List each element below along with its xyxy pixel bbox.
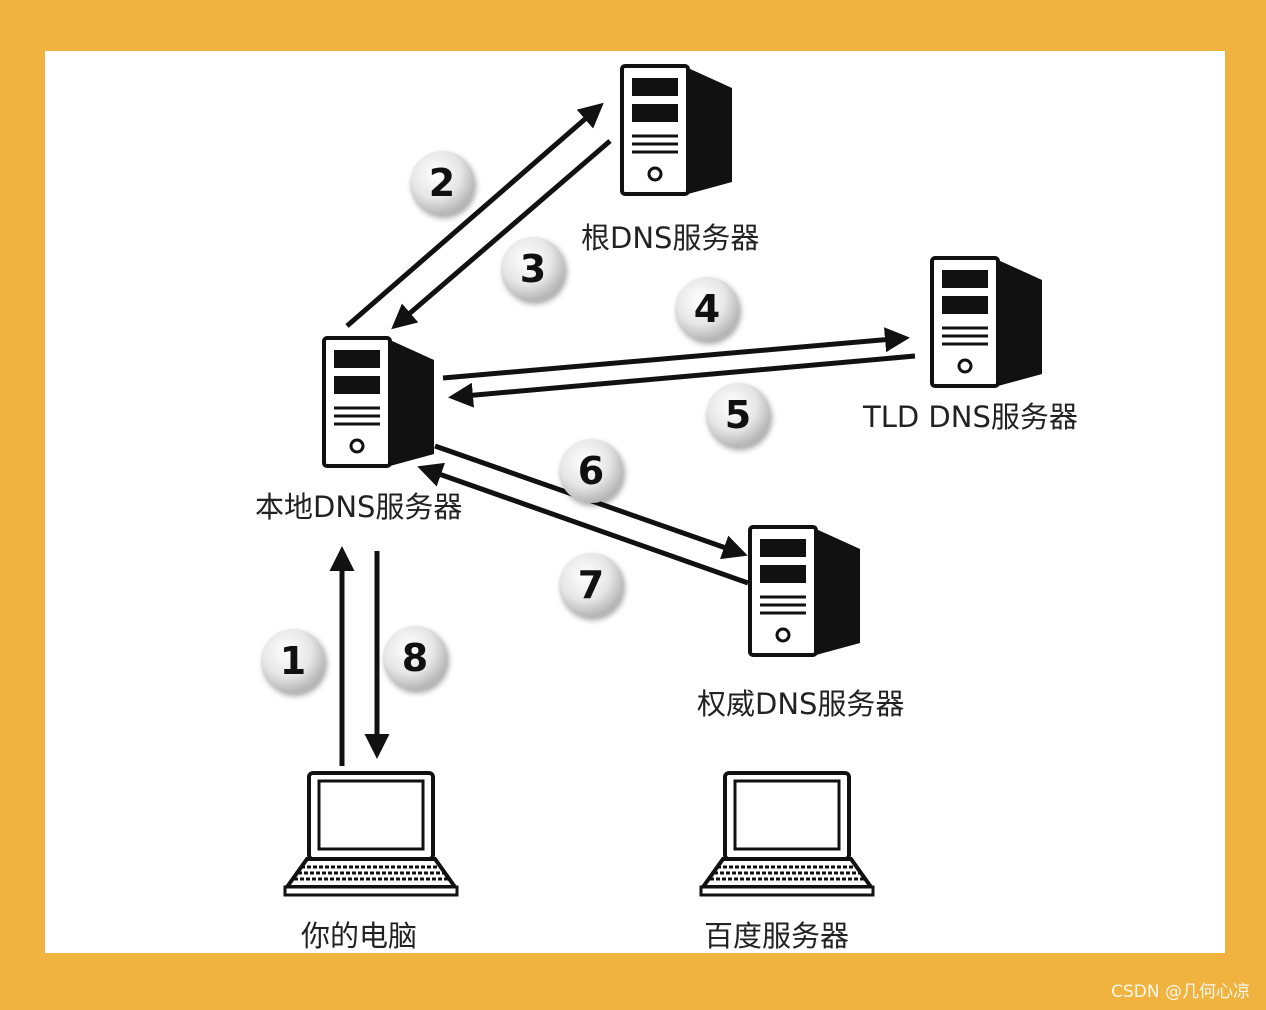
step-badge-4: 4	[675, 277, 739, 341]
your-pc-label: 你的电脑	[301, 919, 418, 953]
svg-text:7: 7	[578, 563, 604, 607]
arrow-step-7	[417, 462, 749, 586]
step-badge-2: 2	[410, 151, 474, 215]
svg-text:2: 2	[429, 161, 455, 205]
step-badge-7: 7	[559, 553, 623, 617]
tld-dns-label: TLD DNS服务器	[863, 400, 1078, 434]
root-dns-label: 根DNS服务器	[581, 221, 760, 255]
local-dns-server-icon	[322, 336, 436, 468]
svg-text:1: 1	[280, 639, 306, 683]
svg-text:5: 5	[725, 393, 751, 437]
svg-text:6: 6	[578, 449, 604, 493]
svg-text:8: 8	[402, 636, 428, 680]
baidu-server-label: 百度服务器	[704, 919, 850, 953]
step-badge-5: 5	[706, 383, 770, 447]
step-badge-3: 3	[501, 237, 565, 301]
svg-text:4: 4	[694, 287, 720, 331]
arrow-step-4	[442, 327, 910, 381]
your-pc-laptop-icon	[283, 771, 459, 897]
tld-dns-server-icon	[930, 256, 1044, 388]
step-badge-8: 8	[383, 626, 447, 690]
step-badge-6: 6	[559, 439, 623, 503]
baidu-server-laptop-icon	[699, 771, 875, 897]
root-dns-server-icon	[620, 64, 734, 196]
svg-text:3: 3	[520, 247, 546, 291]
diagram-canvas: 1 2 3 4 5 6 7 8 根DNS服务器	[45, 51, 1225, 953]
arrow-step-5	[448, 353, 916, 408]
local-dns-label: 本地DNS服务器	[255, 490, 463, 524]
arrow-step-3	[391, 139, 612, 330]
arrow-step-2	[345, 102, 604, 328]
dns-resolution-diagram: 1 2 3 4 5 6 7 8	[261, 64, 1044, 897]
auth-dns-server-icon	[748, 525, 862, 657]
watermark: CSDN @几何心凉	[1111, 982, 1250, 1002]
auth-dns-label: 权威DNS服务器	[697, 687, 905, 721]
step-badge-1: 1	[261, 629, 325, 693]
